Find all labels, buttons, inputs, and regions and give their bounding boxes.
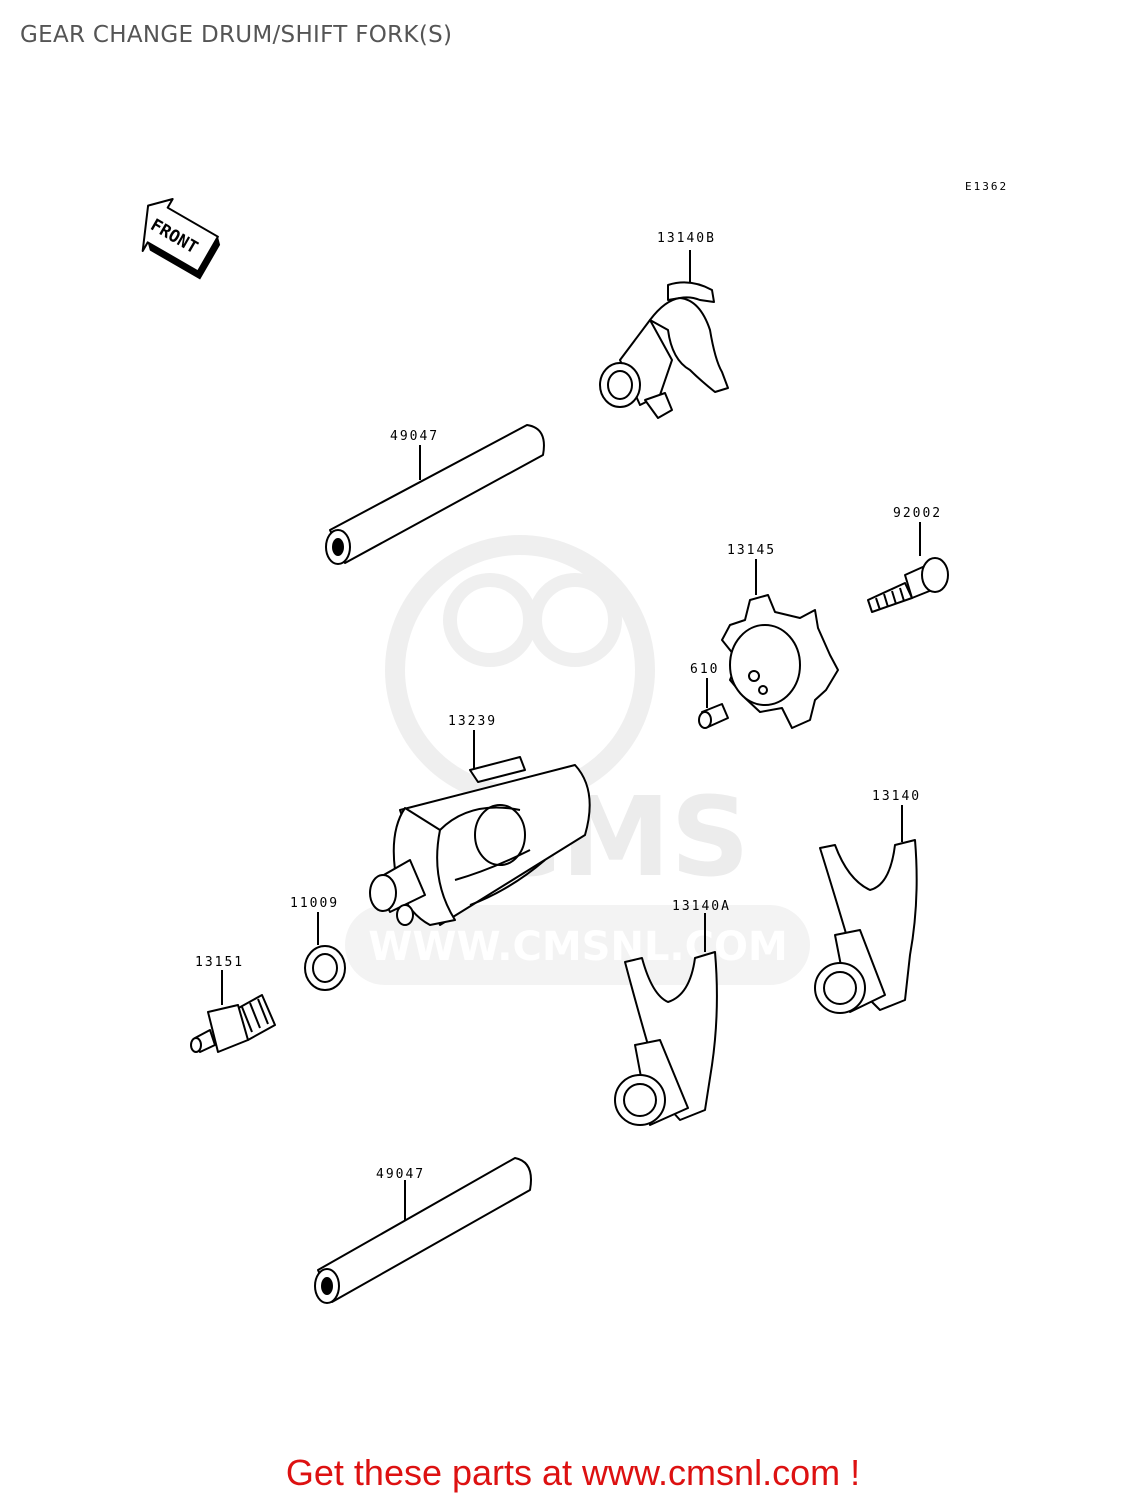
part-label-13140: 13140 [872,789,921,804]
get-parts-link[interactable]: Get these parts at www.cmsnl.com ! [285,1452,861,1493]
parts-diagram: CMS WWW.CMSNL.COM E1362 FRONT 13140B 490… [141,180,1008,1304]
part-label-49047-upper: 49047 [390,429,439,444]
part-49047-upper[interactable]: 49047 [325,424,545,565]
part-label-13140a: 13140A [672,899,731,914]
part-610[interactable]: 610 [690,662,729,729]
part-13239[interactable]: 13239 [369,714,591,926]
reference-code: E1362 [965,180,1008,193]
page-title: GEAR CHANGE DRUM/SHIFT FORK(S) [20,22,453,48]
part-label-13145: 13145 [727,543,776,558]
part-92002[interactable]: 92002 [867,506,949,613]
part-label-610: 610 [690,662,719,677]
part-13145[interactable]: 13145 [721,543,839,729]
part-49047-lower[interactable]: 49047 [314,1157,532,1304]
part-11009[interactable]: 11009 [290,896,346,991]
part-label-13140b: 13140B [657,231,716,246]
part-label-11009: 11009 [290,896,339,911]
part-13140a[interactable]: 13140A [614,899,731,1126]
part-label-13239: 13239 [448,714,497,729]
part-13140b[interactable]: 13140B [599,231,729,419]
watermark-url: WWW.CMSNL.COM [368,924,788,970]
part-label-92002: 92002 [893,506,942,521]
part-13151[interactable]: 13151 [190,955,276,1053]
front-arrow-icon: FRONT [141,198,221,280]
watermark: CMS WWW.CMSNL.COM [345,535,810,985]
part-label-13151: 13151 [195,955,244,970]
part-label-49047-lower: 49047 [376,1167,425,1182]
part-13140[interactable]: 13140 [814,789,921,1014]
